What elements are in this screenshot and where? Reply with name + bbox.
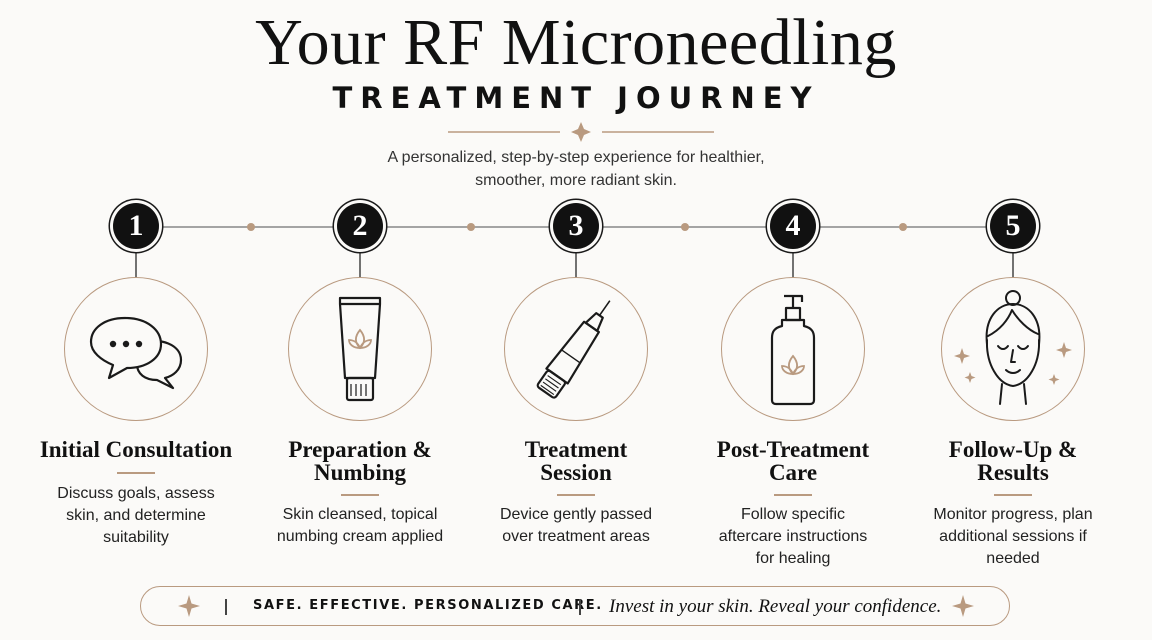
microneedling-pen-icon xyxy=(536,300,611,399)
title-divider xyxy=(448,122,714,142)
page-subtitle: TREATMENT JOURNEY xyxy=(332,81,820,115)
timeline-dot xyxy=(467,223,475,231)
step-title-1: Initial Consultation xyxy=(39,437,233,462)
step-rule-1 xyxy=(117,472,155,474)
footer-tagline: SAFE. EFFECTIVE. PERSONALIZED CARE. xyxy=(253,598,603,613)
step-number-3: 3 xyxy=(553,203,599,249)
sparkle-icon xyxy=(178,595,200,617)
pump-bottle-icon xyxy=(770,294,816,406)
step-rule-5 xyxy=(994,494,1032,496)
page-title: Your RF Microneedling xyxy=(255,6,897,79)
step-title-5: Follow-Up & Results xyxy=(948,437,1078,485)
step-icon-circle-4 xyxy=(721,277,865,421)
step-desc-3: Device gently passed over treatment area… xyxy=(499,506,653,545)
chat-bubbles-icon xyxy=(89,316,183,390)
footer-separator xyxy=(579,599,581,615)
timeline-dot xyxy=(899,223,907,231)
sparkle-icon xyxy=(964,372,976,383)
radiant-face-icon xyxy=(954,290,1072,405)
sparkle-icon xyxy=(954,348,970,364)
step-desc-5: Monitor progress, plan additional sessio… xyxy=(933,506,1093,567)
sparkle-icon xyxy=(1056,342,1072,358)
step-icon-circle-3 xyxy=(504,277,648,421)
footer-slogan: Invest in your skin. Reveal your confide… xyxy=(609,596,942,617)
intro-text: A personalized, step-by-step experience … xyxy=(387,149,765,189)
step-title-2: Preparation & Numbing xyxy=(288,437,432,485)
step-desc-2: Skin cleansed, topical numbing cream app… xyxy=(276,506,444,545)
step-rule-2 xyxy=(341,494,379,496)
step-desc-4: Follow specific aftercare instructions f… xyxy=(718,506,868,567)
sparkle-icon xyxy=(571,122,591,142)
footer-separator xyxy=(225,599,227,615)
step-rule-3 xyxy=(557,494,595,496)
timeline-dot xyxy=(247,223,255,231)
step-number-2: 2 xyxy=(337,203,383,249)
step-desc-1: Discuss goals, assess skin, and determin… xyxy=(57,485,215,546)
step-icon-circle-1 xyxy=(64,277,208,421)
sparkle-icon xyxy=(1048,374,1060,385)
step-rule-4 xyxy=(774,494,812,496)
step-number-4: 4 xyxy=(770,203,816,249)
footer-banner: SAFE. EFFECTIVE. PERSONALIZED CARE. Inve… xyxy=(140,586,1010,626)
sparkle-icon xyxy=(952,595,974,617)
timeline-dot xyxy=(681,223,689,231)
step-title-3: Treatment Session xyxy=(524,437,628,485)
step-icon-circle-2 xyxy=(288,277,432,421)
step-number-1: 1 xyxy=(113,203,159,249)
step-number-5: 5 xyxy=(990,203,1036,249)
step-icon-circle-5 xyxy=(941,277,1085,421)
step-title-4: Post-Treatment Care xyxy=(716,437,870,485)
cream-tube-icon xyxy=(338,296,382,402)
